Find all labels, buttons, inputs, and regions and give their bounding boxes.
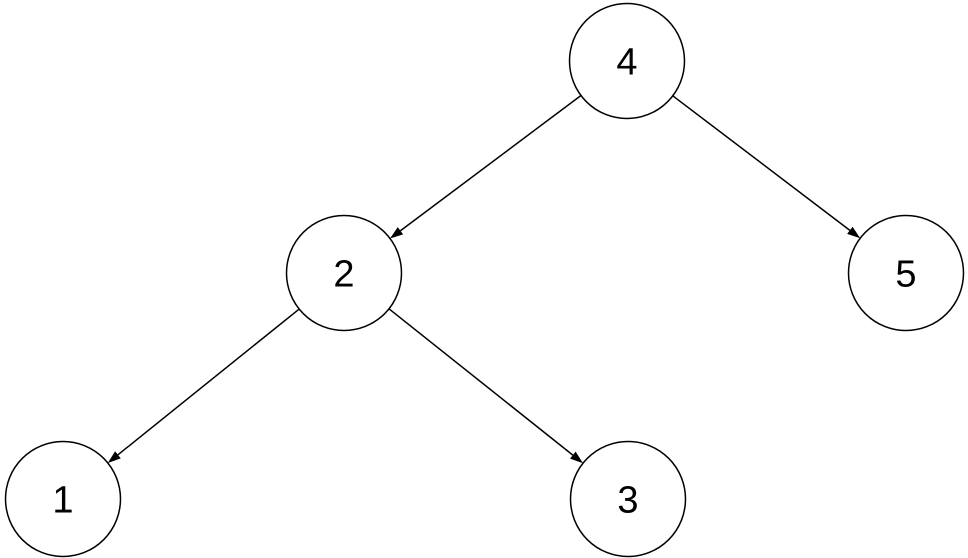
node-label: 4 [616, 42, 637, 84]
node-label: 2 [333, 254, 354, 296]
arrowhead-icon [390, 227, 404, 239]
node-circle [569, 440, 687, 558]
tree-node-2: 2 [285, 214, 403, 332]
node-circle [285, 214, 403, 332]
edge-2-to-1 [117, 308, 300, 456]
edge-4-to-5 [672, 95, 851, 231]
node-circle [4, 440, 122, 558]
tree-node-4: 4 [568, 2, 686, 120]
node-circle [847, 214, 965, 332]
tree-node-5: 5 [847, 214, 965, 332]
arrowhead-icon [107, 451, 121, 463]
arrowhead-icon [847, 226, 861, 239]
node-label: 5 [895, 254, 916, 296]
tree-node-3: 3 [569, 440, 687, 558]
edge-2-to-3 [388, 308, 574, 456]
tree-node-1: 1 [4, 440, 122, 558]
node-circle [568, 2, 686, 120]
node-label: 1 [52, 480, 73, 522]
edge-4-to-2 [399, 94, 582, 232]
node-label: 3 [617, 480, 638, 522]
arrowhead-icon [570, 451, 584, 464]
